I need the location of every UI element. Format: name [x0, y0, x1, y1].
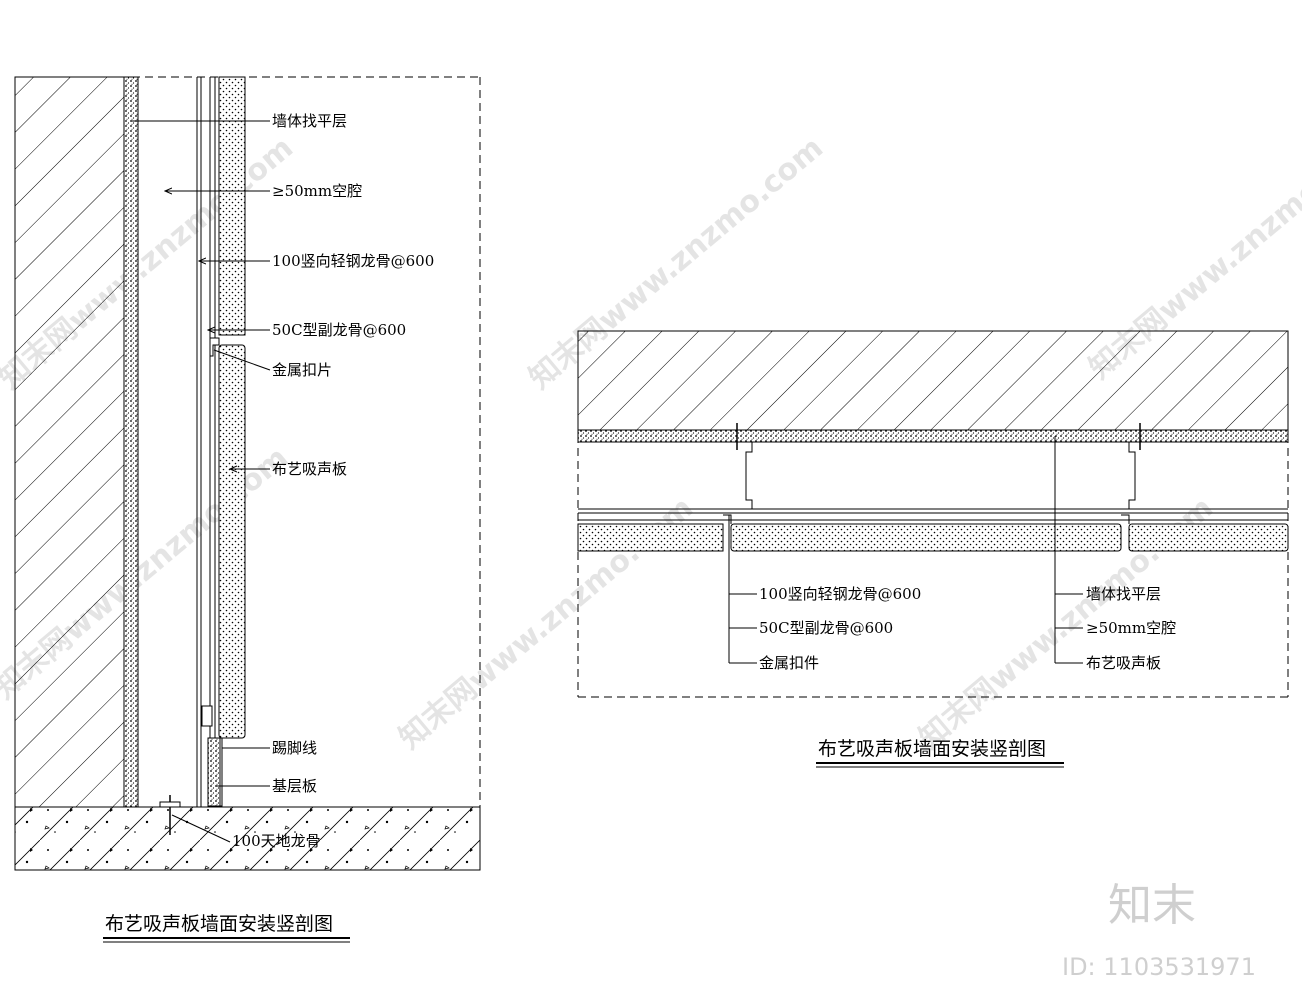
label-fabric-panel: 布艺吸声板	[272, 460, 347, 478]
label-cavity: ≥50mm空腔	[272, 182, 362, 200]
label-r-vertical-stud: 100竖向轻钢龙骨@600	[759, 585, 921, 603]
leader-9	[171, 814, 231, 843]
leader-5	[213, 349, 271, 371]
label-r-leveling-layer: 墙体找平层	[1086, 585, 1161, 603]
right-section: 100竖向轻钢龙骨@600 50C型副龙骨@600 金属扣件 墙体找平层 ≥50…	[577, 330, 1289, 768]
label-leveling-layer: 墙体找平层	[272, 112, 347, 130]
left-title: 布艺吸声板墙面安装竖剖图	[105, 913, 333, 935]
stud-end-cap	[201, 705, 213, 727]
clip-r1	[723, 514, 732, 524]
fabric-panel-r2	[730, 523, 1122, 552]
floor-track	[159, 801, 181, 808]
label-base-board: 基层板	[272, 777, 317, 795]
label-r-cavity: ≥50mm空腔	[1086, 619, 1176, 637]
label-c-channel: 50C型副龙骨@600	[272, 321, 406, 339]
left-section: 墙体找平层 ≥50mm空腔 100竖向轻钢龙骨@600 50C型副龙骨@600 …	[14, 76, 481, 943]
fabric-panel-lower	[218, 344, 246, 739]
fabric-panel-upper	[218, 76, 246, 336]
label-skirting: 踢脚线	[272, 739, 317, 757]
masonry-wall-right	[577, 330, 1289, 431]
stud-left	[726, 441, 753, 510]
right-title: 布艺吸声板墙面安装竖剖图	[818, 738, 1046, 760]
skirting-line	[208, 737, 223, 807]
label-r-c-channel: 50C型副龙骨@600	[759, 619, 893, 637]
label-metal-clip: 金属扣片	[272, 361, 332, 379]
fabric-panel-r3	[1128, 523, 1289, 552]
fabric-panel-r1	[577, 523, 724, 552]
label-vertical-stud: 100竖向轻钢龙骨@600	[272, 252, 434, 270]
brand-logo: 知末	[1108, 880, 1196, 931]
floor-slab	[14, 806, 481, 871]
image-id: ID: 1103531971	[1062, 953, 1256, 981]
label-floor-track: 100天地龙骨	[232, 832, 321, 850]
masonry-wall	[14, 76, 125, 808]
label-r-metal-clip: 金属扣件	[759, 654, 819, 672]
metal-clip	[209, 337, 220, 357]
base-board	[207, 737, 221, 807]
stud-right	[1128, 441, 1155, 510]
leveling-layer-right	[577, 429, 1289, 443]
label-r-fabric-panel: 布艺吸声板	[1086, 654, 1161, 672]
leveling-layer	[123, 76, 139, 808]
clip-r2	[1121, 514, 1130, 524]
